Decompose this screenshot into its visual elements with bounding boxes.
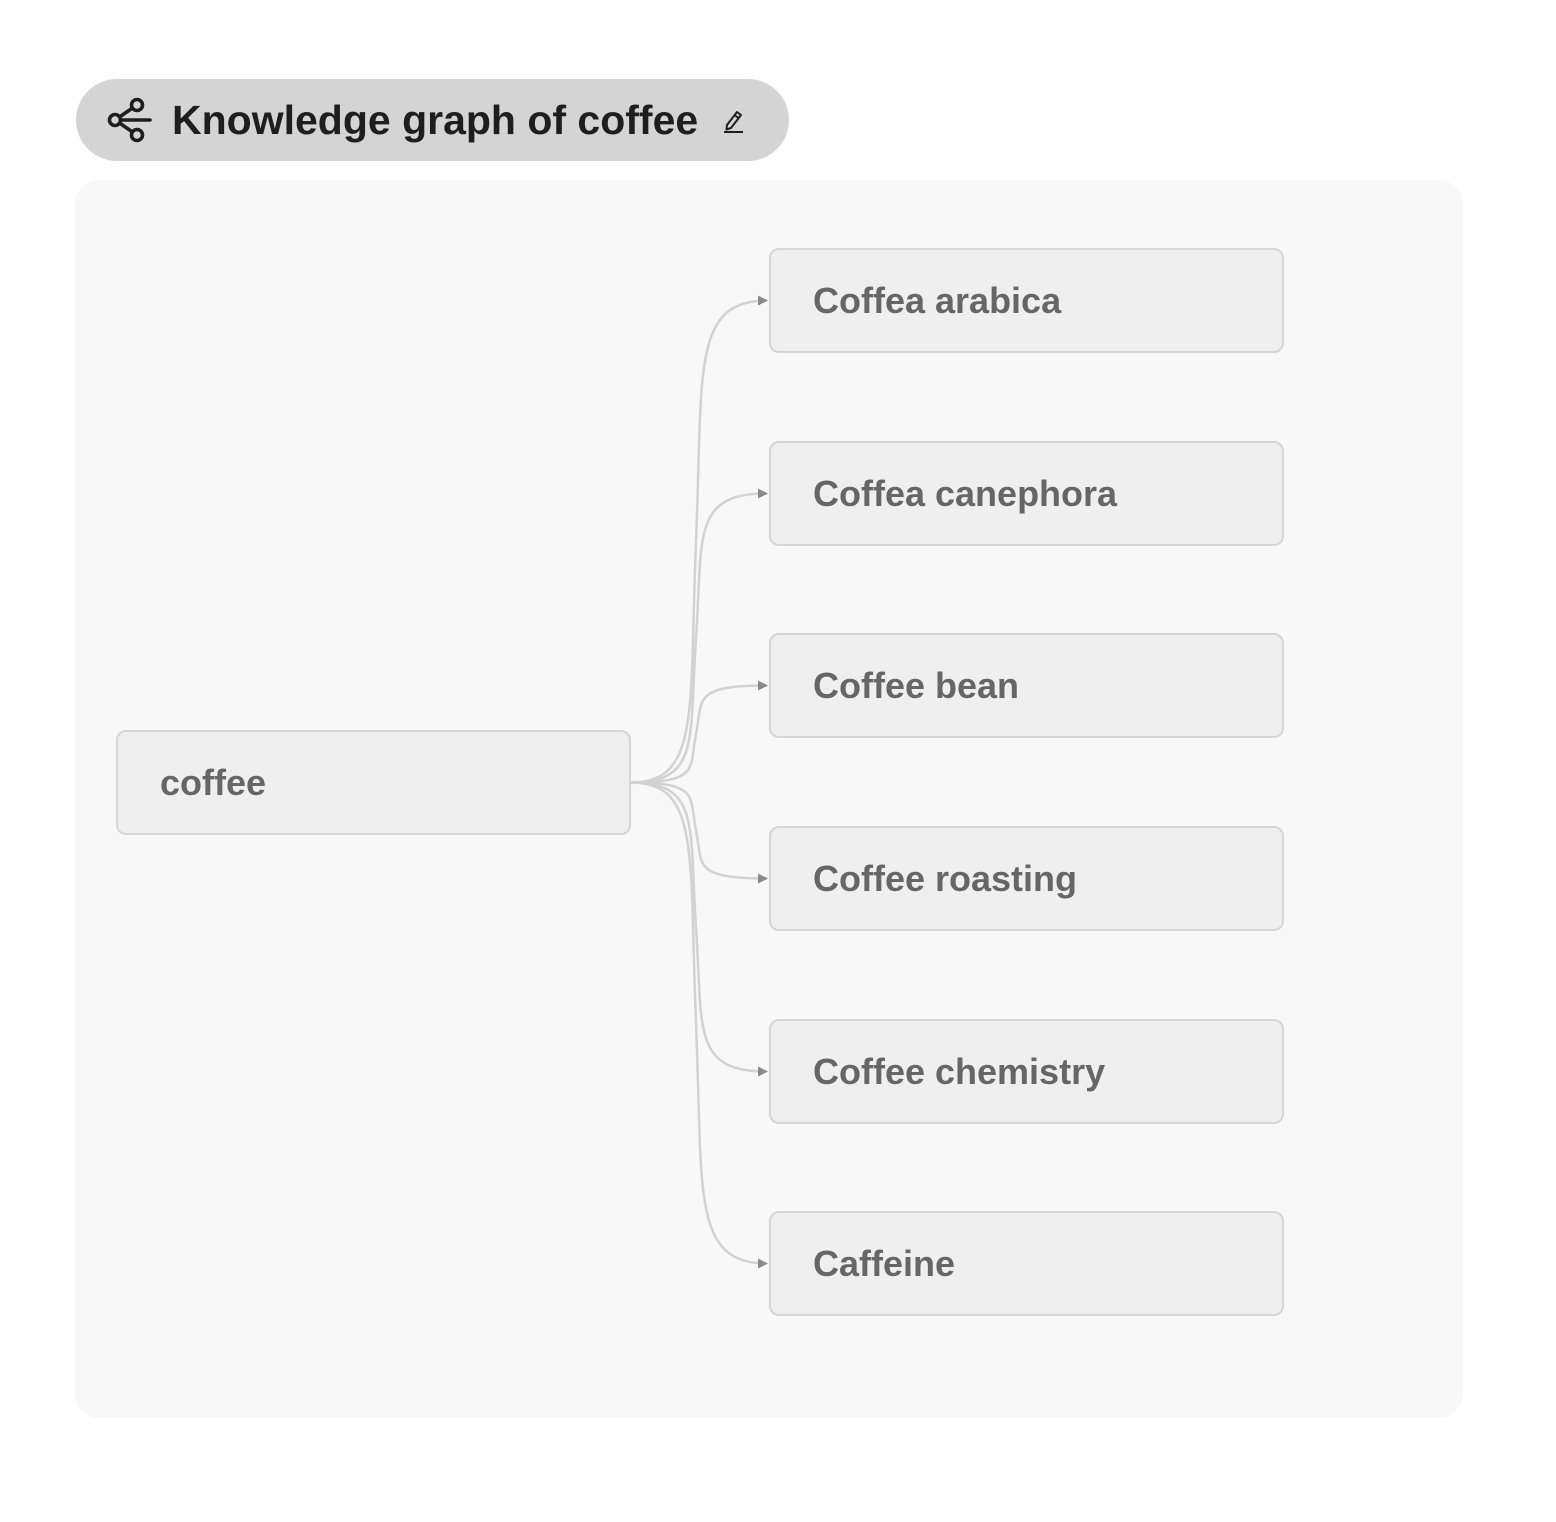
node-caffeine[interactable]: Caffeine xyxy=(769,1211,1284,1316)
node-coffea-canephora[interactable]: Coffea canephora xyxy=(769,441,1284,546)
node-coffea-arabica[interactable]: Coffea arabica xyxy=(769,248,1284,353)
graph-title-pill: Knowledge graph of coffee xyxy=(76,79,789,161)
share-graph-icon xyxy=(106,97,152,143)
graph-title: Knowledge graph of coffee xyxy=(172,96,699,143)
node-coffee-roasting[interactable]: Coffee roasting xyxy=(769,826,1284,931)
node-coffee[interactable]: coffee xyxy=(116,730,631,835)
pencil-edit-icon[interactable] xyxy=(718,105,748,135)
node-coffee-bean[interactable]: Coffee bean xyxy=(769,633,1284,738)
node-coffee-chemistry[interactable]: Coffee chemistry xyxy=(769,1019,1284,1124)
